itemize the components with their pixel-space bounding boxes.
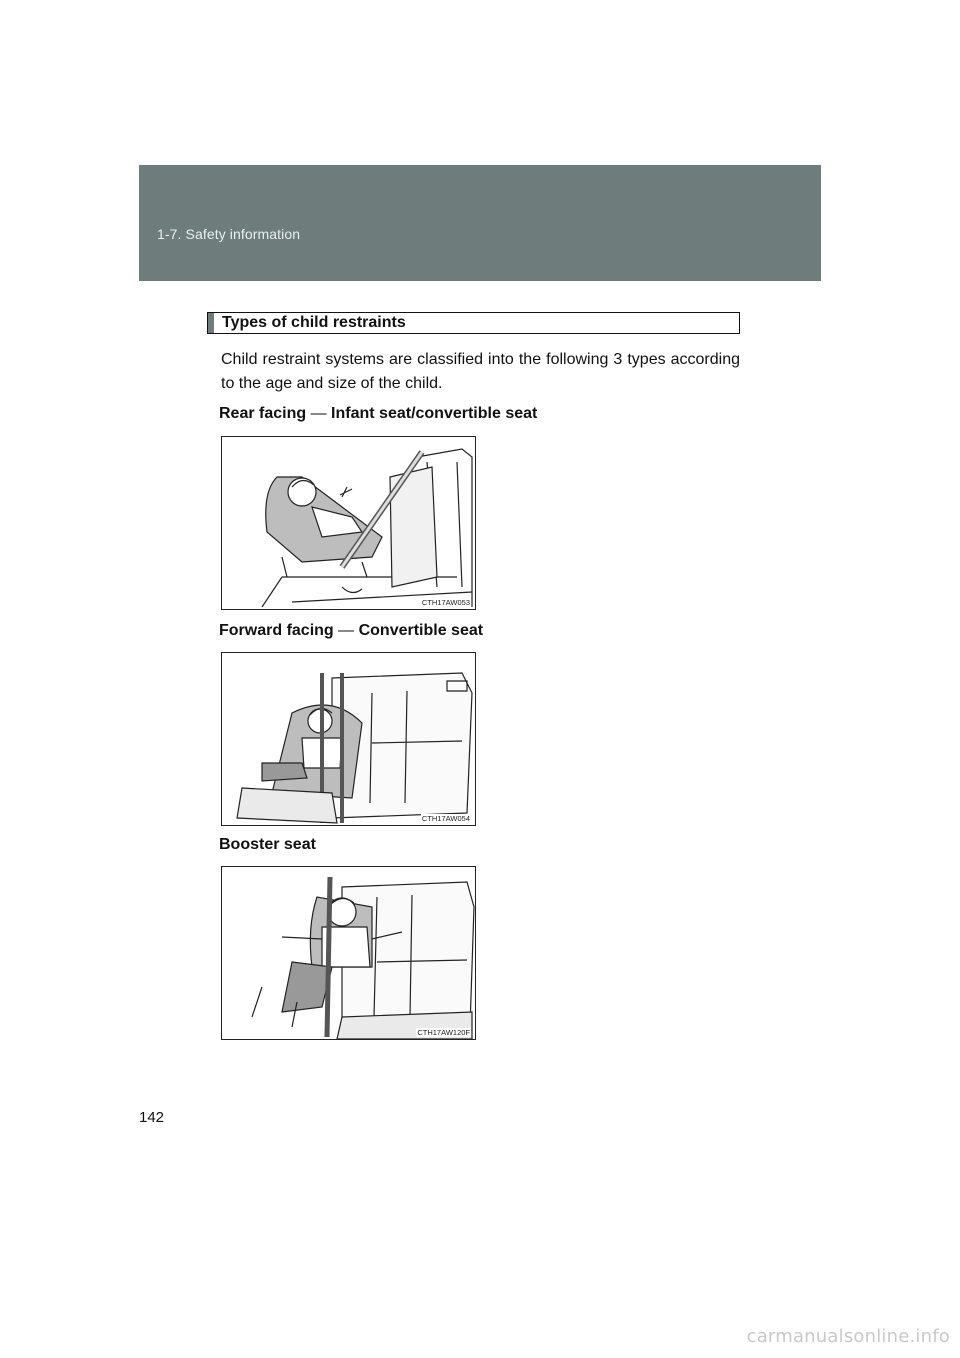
forward-facing-subheading: Forward facing — Convertible seat [219,622,483,640]
forward-facing-dash: — [338,622,355,639]
heading-marker [208,313,214,333]
intro-paragraph: Child restraint systems are classified i… [221,351,740,392]
forward-facing-label: Forward facing [219,622,334,639]
rear-facing-dash: — [310,405,327,422]
watermark: carmanualsonline.info [746,1326,950,1347]
heading-text: Types of child restraints [222,314,406,331]
rear-facing-subheading: Rear facing — Infant seat/convertible se… [219,405,537,423]
booster-figure-code: CTH17AW120F [416,1028,471,1037]
booster-subheading: Booster seat [219,836,316,854]
section-label: 1-7. Safety information [157,226,301,242]
booster-illustration: CTH17AW120F [221,866,476,1040]
section-heading: Types of child restraints [207,312,740,334]
booster-label: Booster seat [219,836,316,853]
section-header-band: 1-7. Safety information [139,165,821,281]
forward-facing-figure-code: CTH17AW054 [420,814,471,823]
page-number: 142 [139,1109,165,1126]
forward-facing-illustration: CTH17AW054 [221,652,476,826]
rear-facing-label: Rear facing [219,405,307,422]
forward-facing-type: Convertible seat [358,622,484,639]
rear-facing-illustration: CTH17AW053 [221,436,476,610]
rear-facing-figure-code: CTH17AW053 [420,598,471,607]
rear-facing-type: Infant seat/convertible seat [331,405,538,422]
